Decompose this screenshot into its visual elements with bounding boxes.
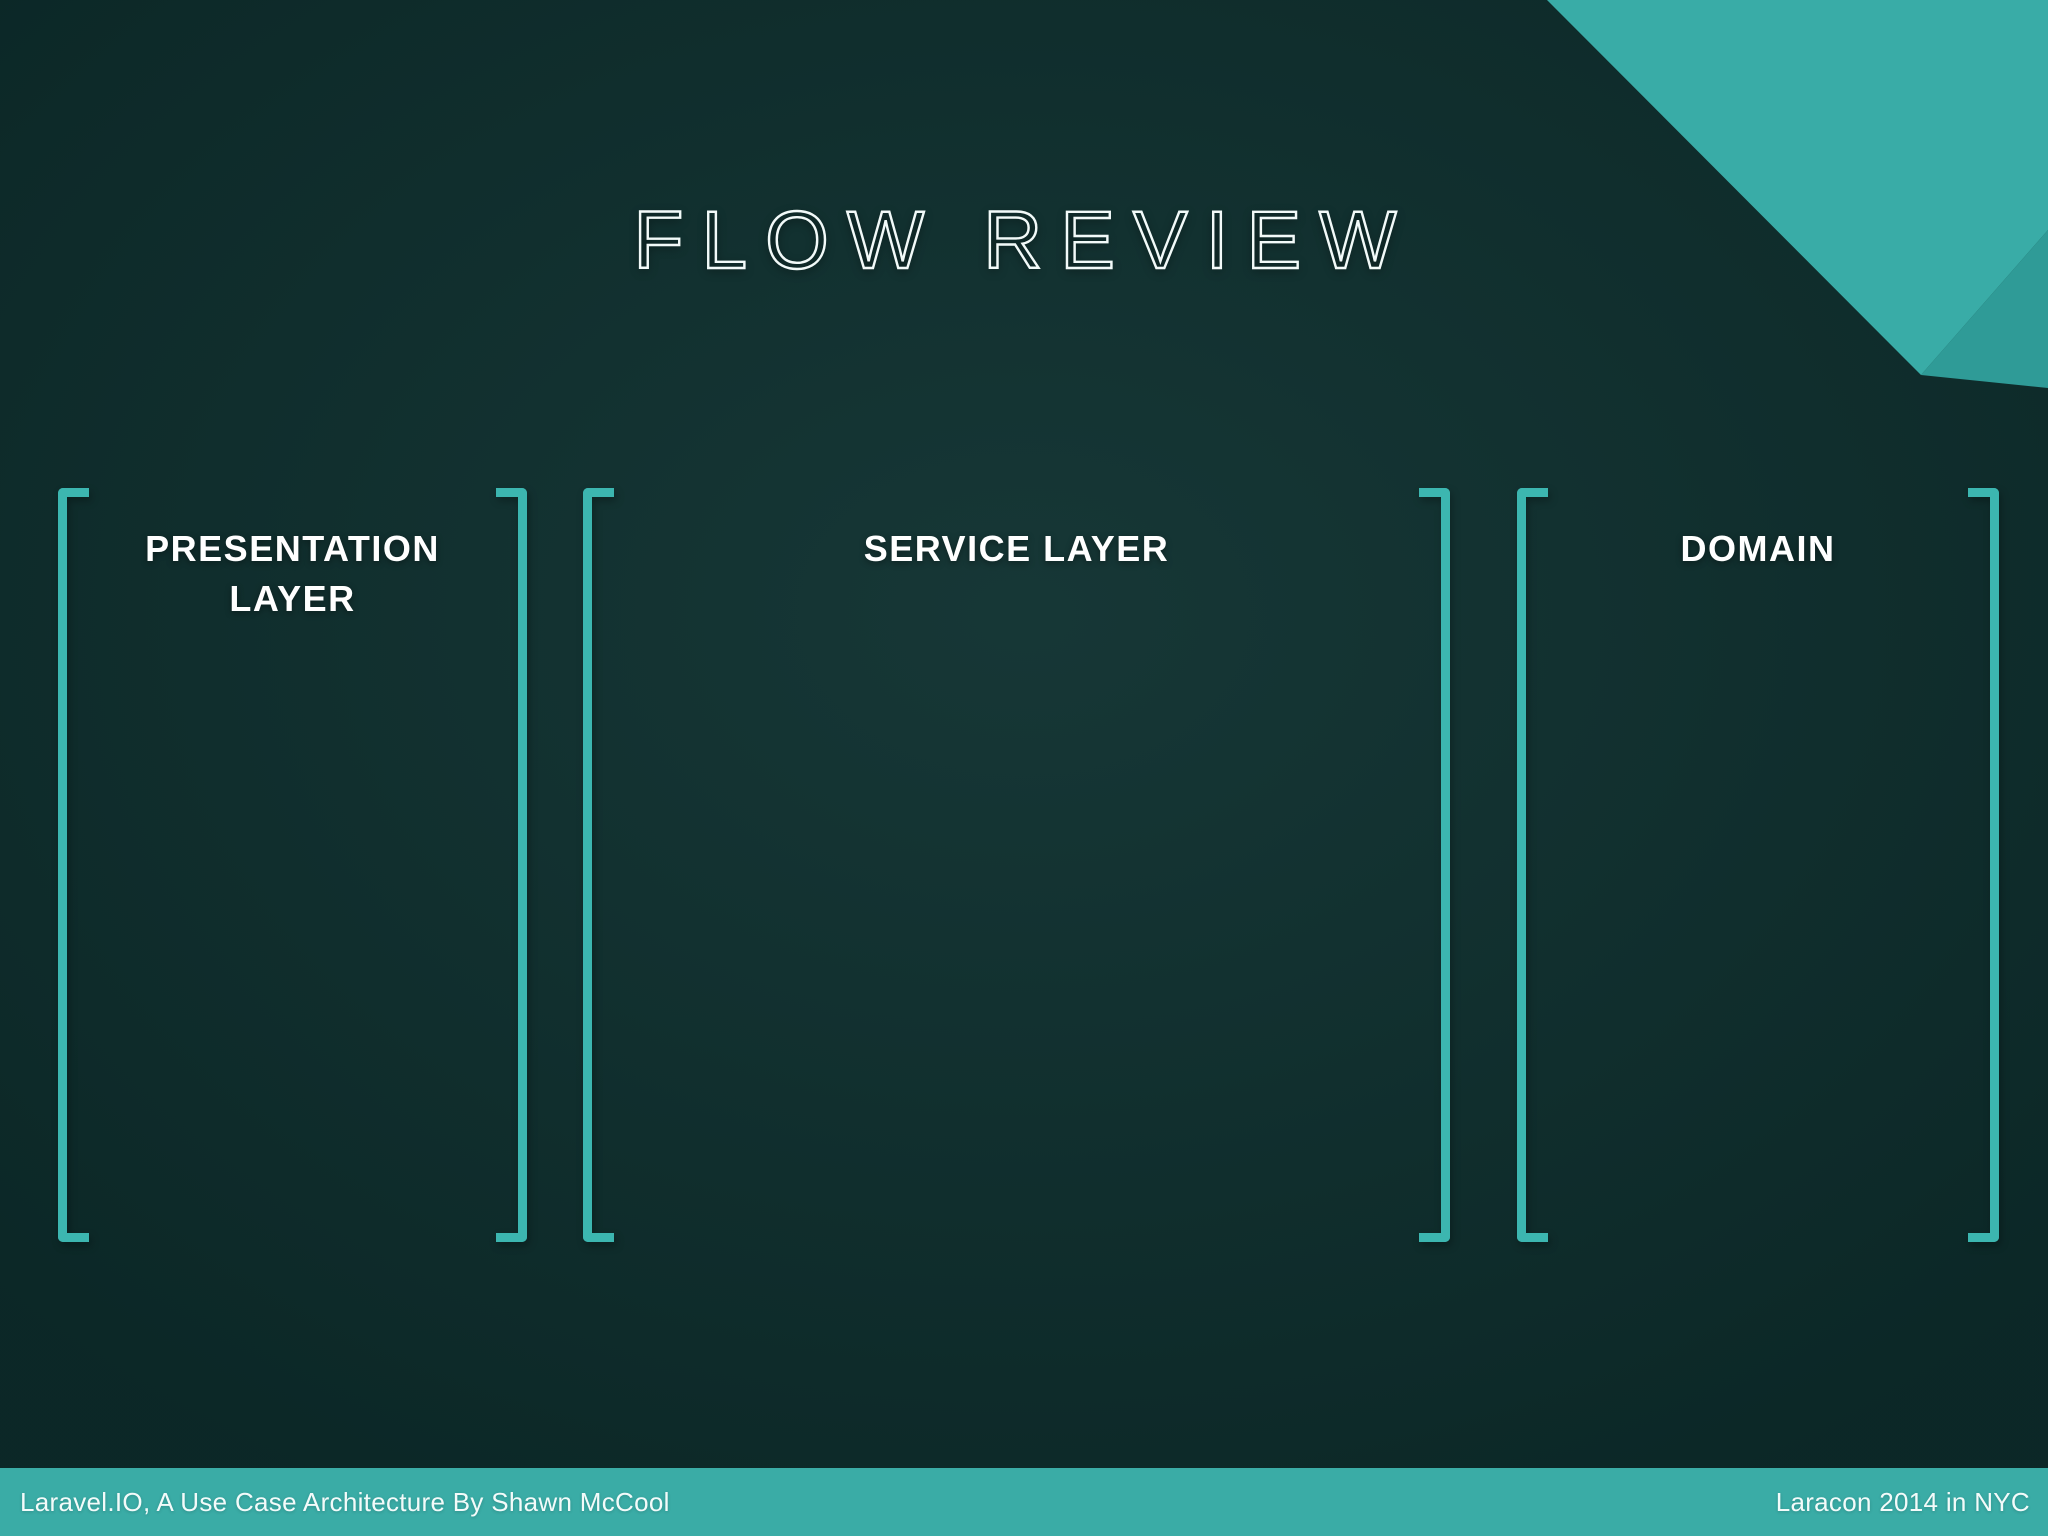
corner-triangle-dark xyxy=(1921,230,2048,388)
right-bracket-icon xyxy=(1419,488,1450,1242)
section-label-presentation-layer: PRESENTATION LAYER xyxy=(145,528,440,619)
right-bracket-icon xyxy=(1968,488,1999,1242)
section-label-service-layer: SERVICE LAYER xyxy=(863,528,1170,569)
section-label-domain: DOMAIN xyxy=(1680,528,1836,569)
footer-right-text: Laracon 2014 in NYC xyxy=(1775,1486,2030,1517)
right-bracket-icon xyxy=(496,488,527,1242)
corner-triangle-bright xyxy=(1547,0,2048,375)
section-domain: DOMAIN xyxy=(1517,488,1999,1242)
footer-left-text: Laravel.IO, A Use Case Architecture By S… xyxy=(20,1486,670,1517)
left-bracket-icon xyxy=(58,488,89,1242)
left-bracket-icon xyxy=(1517,488,1548,1242)
page-title: FLOW REVIEW xyxy=(632,194,1415,287)
section-presentation-layer: PRESENTATION LAYER xyxy=(58,488,527,1242)
left-bracket-icon xyxy=(583,488,614,1242)
footer-bar: Laravel.IO, A Use Case Architecture By S… xyxy=(0,1468,2048,1536)
section-service-layer: SERVICE LAYER xyxy=(583,488,1450,1242)
